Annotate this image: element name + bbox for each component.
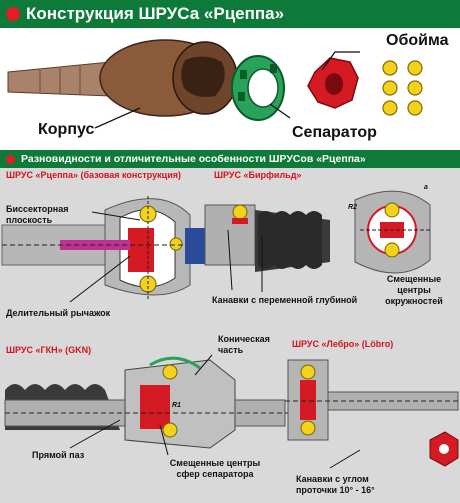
main-header-title: Конструкция ШРУСа «Рцеппа» — [26, 4, 285, 23]
main-header: Конструкция ШРУСа «Рцеппа» — [0, 0, 460, 28]
birfield-sym-r2: R2 — [348, 204, 357, 211]
exploded-view-illustration — [7, 39, 423, 129]
inner-race-part — [307, 57, 359, 109]
bullet-icon — [6, 7, 20, 21]
lobro-diagram — [285, 359, 459, 469]
birfield-offset-label: Смещенные центры окружностей — [385, 274, 443, 306]
birfield-sym-a: a — [424, 184, 428, 191]
gkn-straight-label: Прямой паз — [32, 450, 85, 460]
section-header-title: Разновидности и отличительные особенност… — [21, 153, 366, 165]
gkn-title: ШРУС «ГКН» (GKN) — [6, 345, 92, 355]
birfield-grooves-label: Канавки с переменной глубиной — [212, 295, 358, 305]
gkn-sym-r1: R1 — [172, 402, 181, 409]
housing-body — [7, 39, 238, 117]
birfield-diagram — [204, 190, 431, 292]
rzeppa-lever-label: Делительный рычажок — [6, 308, 111, 318]
lobro-grooves-label: Канавки с углом проточки 10° - 16° — [296, 474, 375, 495]
label-separator: Сепаратор — [292, 124, 377, 141]
rzeppa-bisector-label: Биссекторная плоскость — [6, 204, 69, 225]
gkn-conical-label: Коническая часть — [218, 334, 270, 355]
label-korpus: Корпус — [38, 121, 95, 138]
rzeppa-diagram — [1, 196, 207, 303]
section-header: Разновидности и отличительные особенност… — [0, 150, 460, 168]
bullet-icon — [6, 154, 15, 164]
gkn-diagram — [4, 354, 290, 456]
lobro-title: ШРУС «Лебро» (Löbro) — [292, 339, 394, 349]
rzeppa-title: ШРУС «Рцеппа» (базовая конструкция) — [6, 170, 181, 180]
label-obojma: Обойма — [386, 32, 449, 49]
balls-group — [382, 60, 423, 116]
birfield-title: ШРУС «Бирфильд» — [214, 170, 302, 180]
gkn-centers-label: Смещенные центры сфер сепаратора — [169, 458, 261, 479]
